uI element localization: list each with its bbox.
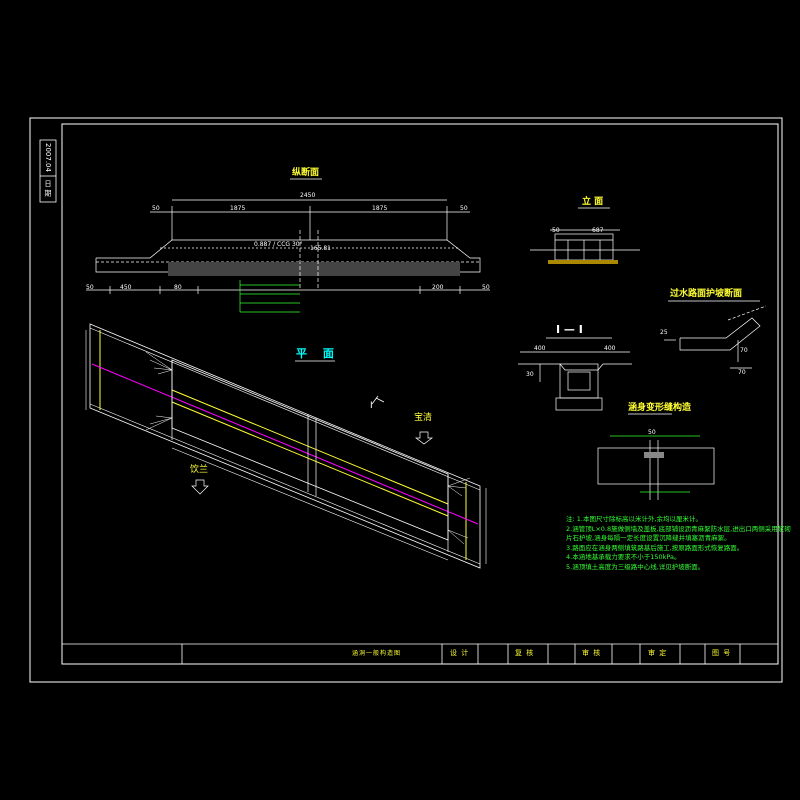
dim-edge-left: 50 (152, 205, 160, 212)
dim-sec-400-r: 400 (604, 345, 616, 352)
section-1-1 (518, 337, 632, 411)
dim-sec-400-l: 400 (534, 345, 546, 352)
dim-half-left: 1875 (230, 205, 246, 212)
tb-review: 复 核 (515, 649, 535, 657)
title-block-lines (62, 643, 778, 664)
notes-block: 注: 1.本图尺寸除标高以米计外,余均以厘米计。 2.涵管顶L×0.8施做侧墙及… (566, 515, 791, 571)
tb-drawing-no: 图 号 (712, 649, 732, 657)
side-stamp-box (39, 139, 57, 203)
dim-right-200: 200 (432, 284, 444, 291)
title-longitudinal: 纵断面 (292, 168, 320, 178)
note-line: 片石护坡,涵身每隔一定长度设置沉降缝并填塞沥青麻絮。 (566, 534, 731, 542)
dim-edge-right: 50 (460, 205, 468, 212)
note-line: 3.路面应在涵身两侧填筑路基后施工,按原路面形式恢复路面。 (566, 543, 744, 552)
elevation-view (530, 207, 640, 264)
note-line: 注: 1.本图尺寸除标高以米计外,余均以厘米计。 (566, 515, 703, 523)
dim-prot-70b: 70 (738, 369, 746, 376)
note-line: 5.涵顶填土高度为三级路中心线,详见护坡断面。 (566, 562, 705, 571)
tb-check: 审 核 (582, 649, 602, 657)
dim-total: 2450 (300, 192, 316, 199)
title-joint: 涵身变形缝构造 (628, 403, 692, 413)
dim-left-50: 50 (86, 284, 94, 291)
dim-prot-25: 25 (660, 329, 668, 336)
plan-view (85, 323, 487, 569)
plan-right-direction: 宝清 (414, 413, 433, 423)
outer-frame (29, 117, 783, 683)
joint-detail (597, 413, 715, 500)
title-section-1-1: I — I (556, 323, 583, 336)
dim-left-450: 450 (120, 284, 132, 291)
tb-design: 设 计 (450, 649, 470, 657)
protection-section (664, 300, 767, 369)
dim-elev-687: 687 (592, 227, 604, 234)
title-plan: 平 面 (296, 347, 340, 360)
title-elevation: 立 面 (582, 197, 604, 207)
dim-right-50: 50 (482, 284, 490, 291)
plan-left-direction: 饮兰 (190, 465, 209, 475)
center-line (91, 363, 479, 525)
station-text: 165.81 (310, 245, 331, 252)
slope-text: 0.887 / CCG 30° (254, 241, 303, 248)
dim-half-right: 1875 (372, 205, 388, 212)
dim-elev-50: 50 (552, 227, 560, 234)
drawing-name: 涵洞一般构造图 (352, 650, 402, 657)
side-stamp-label: 日 期 (44, 180, 52, 197)
dim-prot-70a: 70 (740, 347, 748, 354)
note-line: 4.本涵地基承载力要求不小于150kPa。 (566, 553, 681, 561)
title-protection: 过水路面护坡断面 (670, 289, 743, 299)
side-stamp-date: 2007.04 (44, 143, 52, 172)
note-line: 2.涵管顶L×0.8施做侧墙及盖板,底部铺设沥青麻絮防水层,进出口两侧采用浆砌 (566, 524, 791, 533)
longitudinal-section (86, 178, 490, 313)
dim-left-80: 80 (174, 284, 182, 291)
tb-approve: 审 定 (648, 649, 668, 657)
dim-sec-30: 30 (526, 371, 534, 378)
plan-cut-mark: I (370, 401, 373, 411)
dim-joint-50: 50 (648, 429, 656, 436)
inner-frame (61, 123, 779, 665)
